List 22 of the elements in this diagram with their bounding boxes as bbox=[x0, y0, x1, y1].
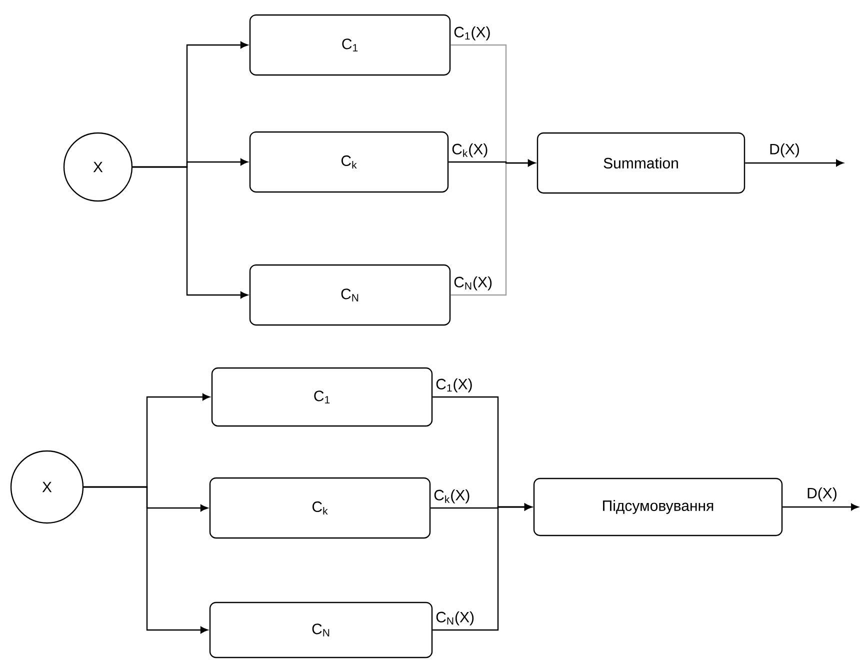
process-box: C$_{k}$ bbox=[249, 131, 449, 193]
edge-label: D(X) bbox=[770, 143, 799, 158]
edge-label: C$_{k}$(X) bbox=[452, 143, 488, 158]
edge-label: C$_{1}$(X) bbox=[436, 378, 472, 392]
arrow bbox=[745, 160, 844, 166]
edge-label: C$_{N}$(X) bbox=[454, 276, 492, 290]
process-box: C$_{1}$ bbox=[211, 367, 433, 427]
process-box: Summation bbox=[536, 132, 746, 194]
edge-label: C$_{N}$(X) bbox=[436, 611, 474, 626]
process-box: Підсумовування bbox=[533, 478, 783, 536]
arrow bbox=[132, 166, 248, 298]
process-box: C$_{N}$ bbox=[209, 602, 433, 658]
edge-label: D(X) bbox=[808, 487, 836, 502]
process-box: C$_{1}$ bbox=[249, 14, 451, 76]
edge-label: C$_{1}$(X) bbox=[454, 26, 490, 40]
arrow bbox=[448, 160, 536, 166]
arrow bbox=[782, 504, 858, 510]
edge-label: C$_{k}$(X) bbox=[434, 489, 470, 504]
arrow bbox=[432, 504, 532, 631]
process-box: C$_{k}$ bbox=[209, 477, 431, 539]
arrow bbox=[84, 486, 208, 634]
process-box: C$_{N}$ bbox=[249, 264, 451, 326]
